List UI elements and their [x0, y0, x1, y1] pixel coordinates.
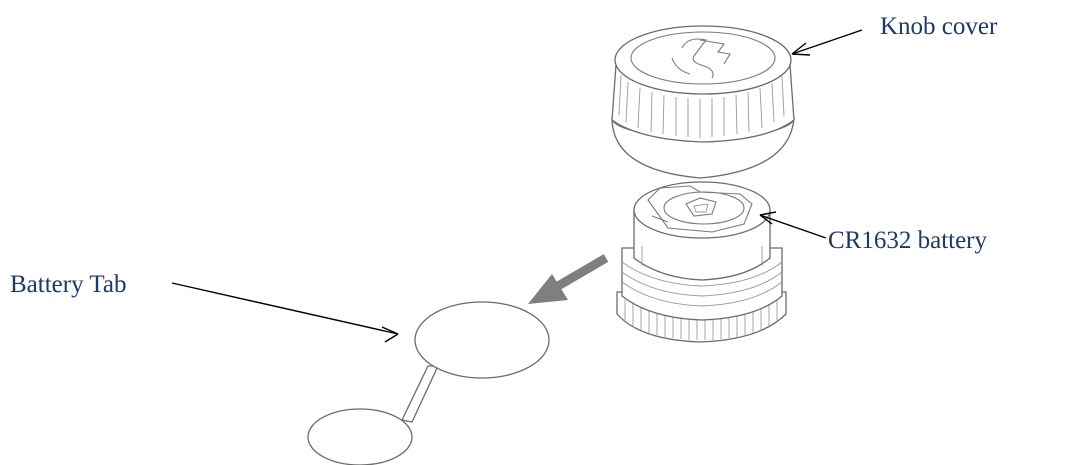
battery-tab-label: Battery Tab — [10, 271, 127, 298]
battery-leader — [759, 211, 827, 239]
battery-tab-leader — [171, 282, 399, 343]
knob-ribs — [618, 74, 785, 138]
knob-cover-leader — [791, 29, 863, 56]
battery-label: CR1632 battery — [828, 227, 988, 254]
battery-tab-strip — [307, 301, 550, 465]
removal-arrow — [528, 254, 609, 304]
battery-holder — [616, 181, 787, 343]
knob-cover — [611, 25, 795, 179]
knob-cover-label: Knob cover — [880, 13, 998, 40]
